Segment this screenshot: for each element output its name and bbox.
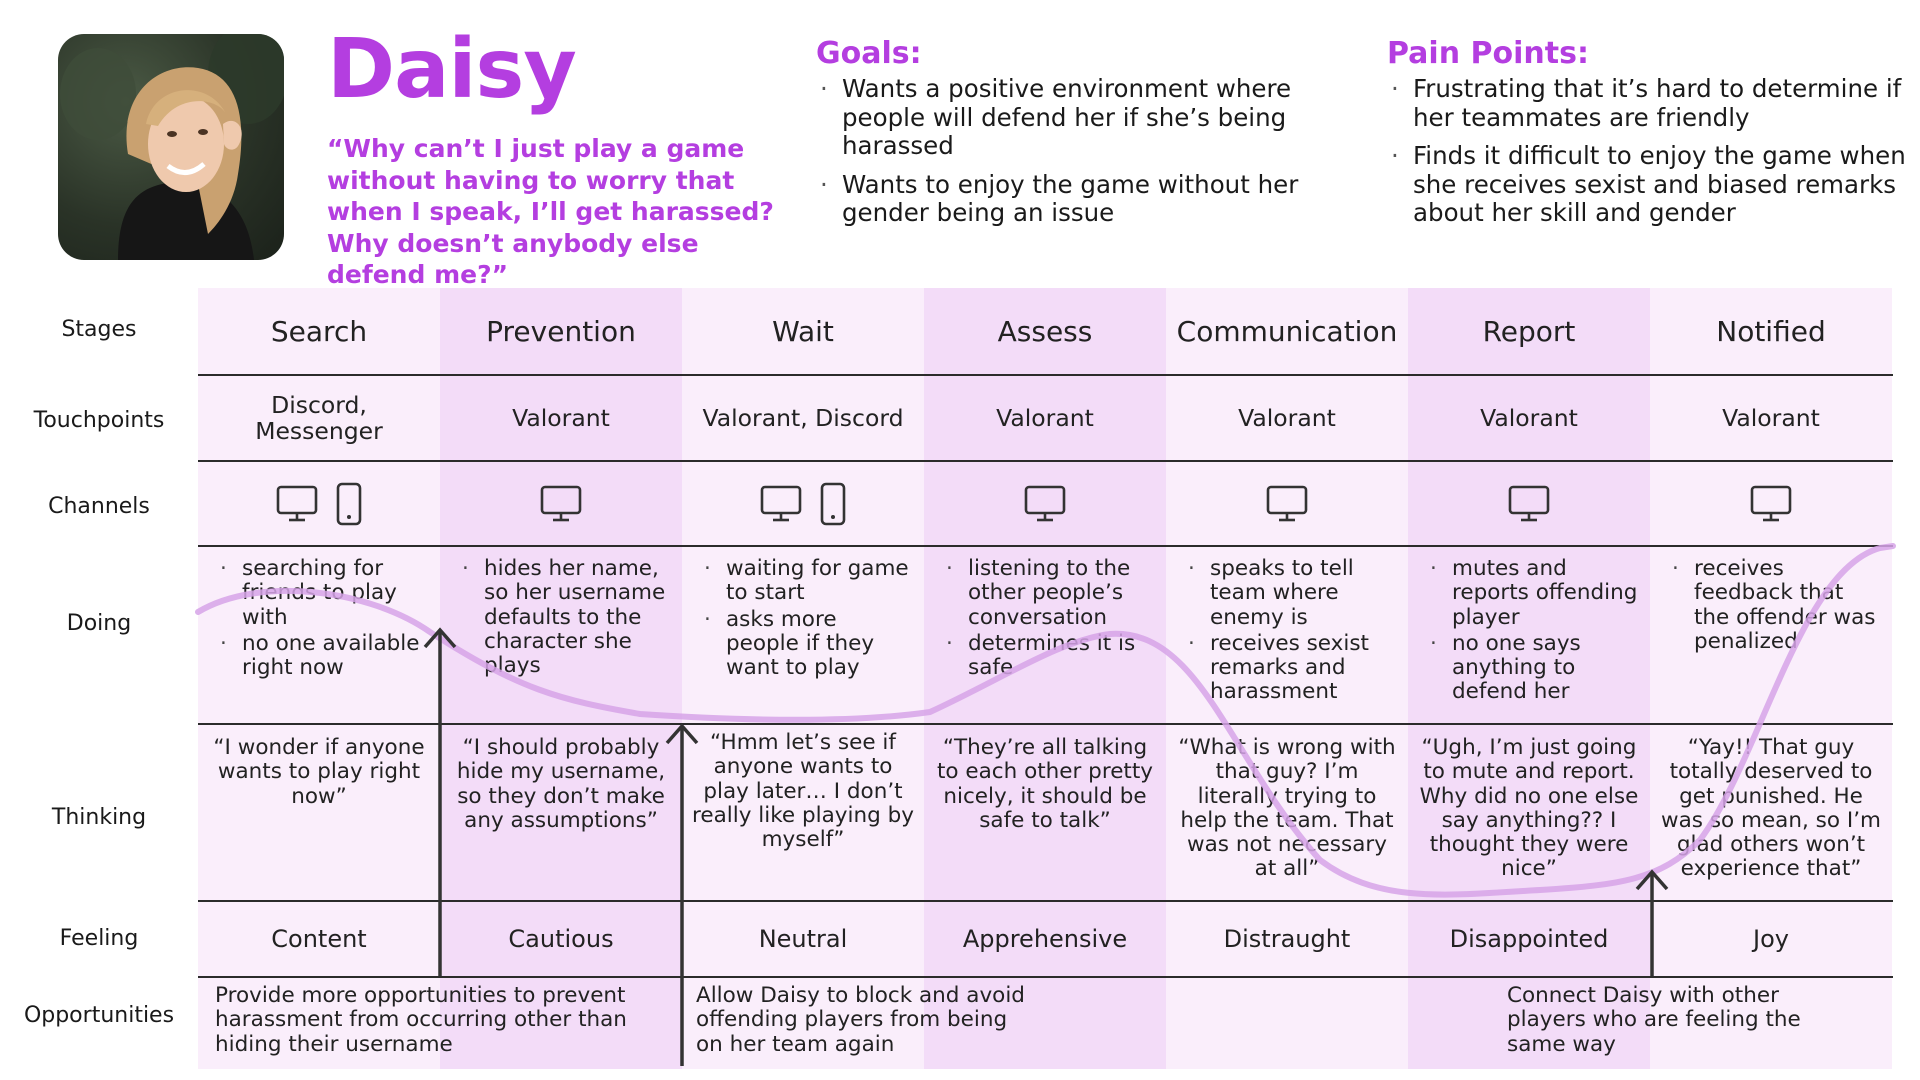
row-label-feeling: Feeling: [59, 926, 139, 951]
doing-item: waiting for game to start: [704, 556, 916, 606]
doing-cell: receives feedback that the offender was …: [1650, 547, 1892, 723]
feeling-apprehensive: Apprehensive: [962, 925, 1128, 953]
touchpoint-cell: Valorant: [512, 404, 610, 432]
persona-photo: [60, 34, 284, 260]
desktop-icon: [1750, 485, 1792, 521]
doing-cell: hides her name, so her username defaults…: [440, 547, 682, 723]
journey-map: Search Discord, Messenger searching for …: [198, 288, 1893, 1069]
channels-cell: [682, 462, 924, 545]
channels-cell: [1166, 462, 1408, 545]
goals-list: Wants a positive environment where peopl…: [816, 74, 1356, 228]
feeling-joy: Joy: [1753, 925, 1789, 953]
feeling-content: Content: [271, 925, 367, 953]
mobile-icon: [820, 482, 846, 525]
opportunity-text: Connect Daisy with other players who are…: [1507, 983, 1801, 1057]
stage-report: Report: [1482, 314, 1576, 348]
goals-title: Goals:: [816, 36, 922, 71]
row-divider: [198, 723, 1893, 725]
pain-points-item: Finds it difficult to enjoy the game whe…: [1387, 141, 1907, 228]
desktop-icon: [1508, 485, 1550, 521]
thinking-cell: “Ugh, I’m just going to mute and report.…: [1419, 735, 1639, 882]
row-label-touchpoints: Touchpoints: [33, 408, 165, 433]
row-label-opportunities: Opportunities: [23, 1003, 175, 1028]
persona-name: Daisy: [327, 22, 577, 117]
doing-cell: mutes and reports offending playerno one…: [1408, 547, 1650, 723]
channels-cell: [198, 462, 440, 545]
doing-item: no one available right now: [220, 631, 432, 681]
doing-cell: searching for friends to play withno one…: [198, 547, 440, 723]
doing-item: speaks to tell team where enemy is: [1188, 556, 1400, 630]
feeling-distraught: Distraught: [1223, 925, 1351, 953]
pain-points-section: Pain Points: Frustrating that it’s hard …: [1387, 36, 1907, 238]
row-divider: [198, 460, 1893, 462]
doing-item: hides her name, so her username defaults…: [462, 556, 674, 678]
stage-assess: Assess: [997, 314, 1093, 348]
doing-cell: listening to the other people’s conversa…: [924, 547, 1166, 723]
channels-cell: [440, 462, 682, 545]
doing-item: receives feedback that the offender was …: [1672, 556, 1884, 654]
row-label-channels: Channels: [48, 494, 150, 519]
row-divider: [198, 900, 1893, 902]
stage-communication: Communication: [1176, 314, 1398, 348]
doing-cell: waiting for game to startasks more peopl…: [682, 547, 924, 723]
stage-prevention: Prevention: [486, 314, 636, 348]
doing-item: no one says anything to defend her: [1430, 631, 1642, 705]
touchpoint-cell: Valorant, Discord: [702, 404, 904, 432]
touchpoint-cell: Discord, Messenger: [255, 391, 383, 445]
opportunity-text: Provide more opportunities to prevent ha…: [215, 983, 627, 1057]
pain-points-list: Frustrating that it’s hard to determine …: [1387, 74, 1907, 228]
mobile-icon: [336, 482, 362, 525]
thinking-cell: “I wonder if anyone wants to play right …: [213, 735, 425, 809]
stage-search: Search: [270, 314, 368, 348]
touchpoint-cell: Valorant: [1238, 404, 1336, 432]
channels-cell: [1408, 462, 1650, 545]
goals-item: Wants a positive environment where peopl…: [816, 74, 1356, 161]
row-divider: [198, 976, 1893, 978]
desktop-icon: [1266, 485, 1308, 521]
feeling-neutral: Neutral: [758, 925, 848, 953]
row-label-doing: Doing: [66, 611, 132, 636]
thinking-cell: “They’re all talking to each other prett…: [936, 735, 1154, 833]
stage-notified: Notified: [1716, 314, 1826, 348]
touchpoint-cell: Valorant: [1722, 404, 1820, 432]
doing-item: asks more people if they want to play: [704, 607, 916, 681]
pain-points-item: Frustrating that it’s hard to determine …: [1387, 74, 1907, 132]
persona-avatar: [58, 34, 284, 260]
stage-wait: Wait: [772, 314, 834, 348]
row-divider: [198, 374, 1893, 376]
touchpoint-cell: Valorant: [996, 404, 1094, 432]
goals-section: Goals: Wants a positive environment wher…: [816, 36, 1356, 238]
desktop-icon: [760, 485, 802, 521]
pain-points-title: Pain Points:: [1387, 36, 1589, 71]
doing-cell: speaks to tell team where enemy isreceiv…: [1166, 547, 1408, 723]
desktop-icon: [540, 485, 582, 521]
feeling-disappointed: Disappointed: [1449, 925, 1609, 953]
thinking-cell: “Yay!! That guy totally deserved to get …: [1661, 735, 1881, 882]
goals-item: Wants to enjoy the game without her gend…: [816, 170, 1356, 228]
channels-cell: [1650, 462, 1892, 545]
persona-quote: “Why can’t I just play a game without ha…: [327, 134, 774, 289]
doing-item: listening to the other people’s conversa…: [946, 556, 1158, 630]
doing-item: determines it is safe: [946, 631, 1158, 681]
desktop-icon: [276, 485, 318, 521]
doing-item: receives sexist remarks and harassment: [1188, 631, 1400, 705]
thinking-cell: “Hmm let’s see if anyone wants to play l…: [692, 730, 914, 853]
channels-cell: [924, 462, 1166, 545]
opportunity-text: Allow Daisy to block and avoid offending…: [696, 983, 1025, 1057]
touchpoint-cell: Valorant: [1480, 404, 1578, 432]
doing-item: searching for friends to play with: [220, 556, 432, 630]
feeling-cautious: Cautious: [508, 925, 614, 953]
thinking-cell: “What is wrong with that guy? I’m litera…: [1178, 735, 1396, 882]
row-label-thinking: Thinking: [51, 805, 147, 830]
thinking-cell: “I should probably hide my username, so …: [456, 735, 666, 833]
desktop-icon: [1024, 485, 1066, 521]
doing-item: mutes and reports offending player: [1430, 556, 1642, 630]
row-label-stages: Stages: [61, 317, 137, 342]
